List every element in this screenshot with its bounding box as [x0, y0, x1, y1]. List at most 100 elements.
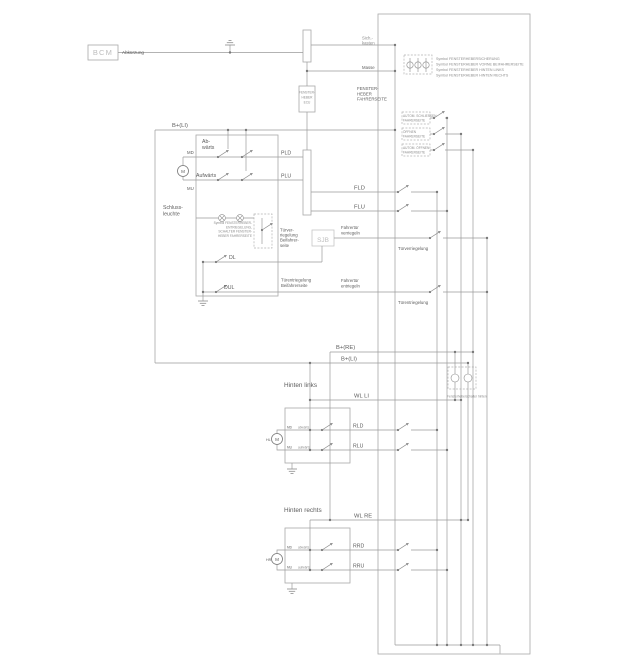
md-label: MD — [287, 425, 293, 429]
motor-letter: M — [181, 169, 185, 174]
ecu-label: HEBER — [302, 96, 314, 100]
bplus-re-label: B+(RE) — [336, 345, 355, 351]
driver-door-unit-box — [377, 13, 531, 655]
rear-left-switch-box — [284, 407, 351, 464]
pld-label: PLD — [281, 151, 291, 157]
bplus-li-top-label: B+(LI) — [172, 123, 188, 129]
ground-icon — [286, 468, 298, 475]
ecu-label: ECU — [304, 101, 311, 105]
up-label: Aufwärts — [196, 173, 217, 179]
down-word-label: abwärts — [298, 425, 310, 429]
bcm-label: BCM — [93, 48, 113, 57]
switch-note: ENTRIEGELUNG, — [226, 225, 252, 229]
open-label: ÖFFNEN — [403, 130, 417, 134]
wire-lines — [118, 44, 501, 654]
mu-label: MU — [187, 186, 194, 191]
bcm-caption: Abkürzung — [122, 50, 144, 55]
rrd-label: RRD — [353, 544, 364, 550]
rear-switch-relay-dashed-box — [447, 366, 477, 390]
unlock-wire-label: Fahrertür — [341, 278, 359, 283]
fuse-strip — [302, 29, 312, 63]
connector-strip — [302, 149, 312, 216]
driver-unit-label: HEBER — [357, 91, 372, 96]
legend-item: Symbol FENSTERHEBER VORNE BEIFAHRERSEITE — [436, 63, 524, 67]
legend-item: Symbol FENSTERHEBERSICHERUNG — [436, 57, 500, 61]
component-boxes — [87, 13, 531, 655]
switch-icon — [429, 231, 441, 239]
lock-wire-label: verriegeln — [341, 230, 360, 235]
sjb-label: SJB — [317, 237, 329, 244]
driver-unit-label: FAHRERSEITE — [357, 97, 387, 102]
door-lock-left-label: Türver- — [280, 228, 294, 233]
rld-label: RLD — [353, 424, 364, 430]
motor-letter: M — [275, 437, 279, 442]
door-lock-left-label: riegelung — [280, 233, 298, 238]
dl-label: DL — [229, 255, 236, 261]
ground-icon — [286, 588, 298, 594]
open-label: FAHRERSEITE — [403, 135, 425, 139]
down-word-label: abwärts — [298, 545, 310, 549]
rru-label: RRU — [353, 564, 364, 570]
relay-contact-icon — [450, 373, 460, 383]
fuse-box-label: Sich.- — [362, 36, 374, 41]
rlu-label: RLU — [353, 444, 364, 450]
switch-note-dashed-box — [253, 213, 273, 249]
switch-icon — [397, 423, 409, 431]
unlock-wire-label: entriegeln — [341, 283, 360, 288]
bus-lines — [394, 45, 488, 645]
auto-close-label: FAHRERSEITE — [403, 119, 425, 123]
switch-note: HEBER FAHRERSEITE — [218, 234, 252, 238]
auto-open-label: FAHRERSEITE — [403, 151, 425, 155]
up-word-label: aufwärts — [298, 445, 310, 449]
switch-note: SCHALTER FENSTER- — [218, 230, 252, 234]
switch-icon — [397, 563, 409, 571]
wl-li-label: WL LI — [354, 394, 369, 400]
switch-icon — [397, 543, 409, 551]
dul-label: DUL — [224, 285, 234, 291]
down-label: wärts — [202, 145, 215, 151]
fuse-box-label: kasten — [362, 41, 375, 46]
labels: BCM Abkürzung Sich.- kasten Masse FENSTE… — [93, 36, 524, 570]
driver-switch-box — [195, 134, 279, 297]
switch-icon — [433, 127, 445, 135]
unlock-left-label: Beifahrerseite — [281, 283, 308, 288]
junction-dots — [201, 43, 489, 647]
relay-caption: Fensterheberschalter hinten — [447, 395, 487, 399]
wl-re-label: WL RE — [354, 514, 372, 520]
tail-light-label: leuchte — [163, 212, 180, 218]
hl-tag: HL — [266, 438, 271, 442]
driver-unit-label: FENSTER- — [357, 86, 379, 91]
ecu-label: FENSTER- — [299, 91, 315, 95]
lock-right-label: Türverriegelung — [398, 246, 429, 251]
flu-label: FLU — [354, 205, 365, 211]
legend-item: Symbol FENSTERHEBER HINTEN RECHTS — [436, 74, 509, 78]
auto-close-label: AUTOM. SCHLIESSEN — [403, 114, 437, 118]
lock-wire-label: Fahrertür — [341, 225, 359, 230]
md-label: MD — [287, 545, 293, 549]
rear-right-title: Hinten rechts — [284, 507, 322, 514]
md-label: MD — [187, 150, 194, 155]
auto-open-label: AUTOM. ÖFFNEN — [403, 146, 430, 150]
switch-note: Symbol FENSTERHEBER- — [214, 221, 252, 225]
ground-icon — [224, 40, 236, 46]
legend-item: Symbol FENSTERHEBER HINTEN LINKS — [436, 68, 504, 72]
bplus-li-bottom-label: B+(LI) — [341, 357, 357, 363]
motor-letter: M — [275, 557, 279, 562]
fld-label: FLD — [354, 186, 365, 192]
mu-label: MU — [287, 445, 293, 449]
door-lock-left-label: seite — [280, 243, 290, 248]
relay-contact-icon — [463, 373, 473, 383]
down-label: Ab- — [202, 139, 210, 145]
mu-label: MU — [287, 565, 293, 569]
tail-light-label: Schluss- — [163, 205, 183, 211]
rear-right-switch-box — [284, 527, 351, 584]
door-lock-left-label: Beifahrer- — [280, 238, 299, 243]
hr-tag: HR — [266, 558, 272, 562]
ground-icon — [197, 300, 209, 307]
ground-label: Masse — [362, 65, 375, 70]
switch-icon — [261, 223, 273, 231]
plu-label: PLU — [281, 174, 291, 180]
switch-icon — [397, 185, 409, 193]
